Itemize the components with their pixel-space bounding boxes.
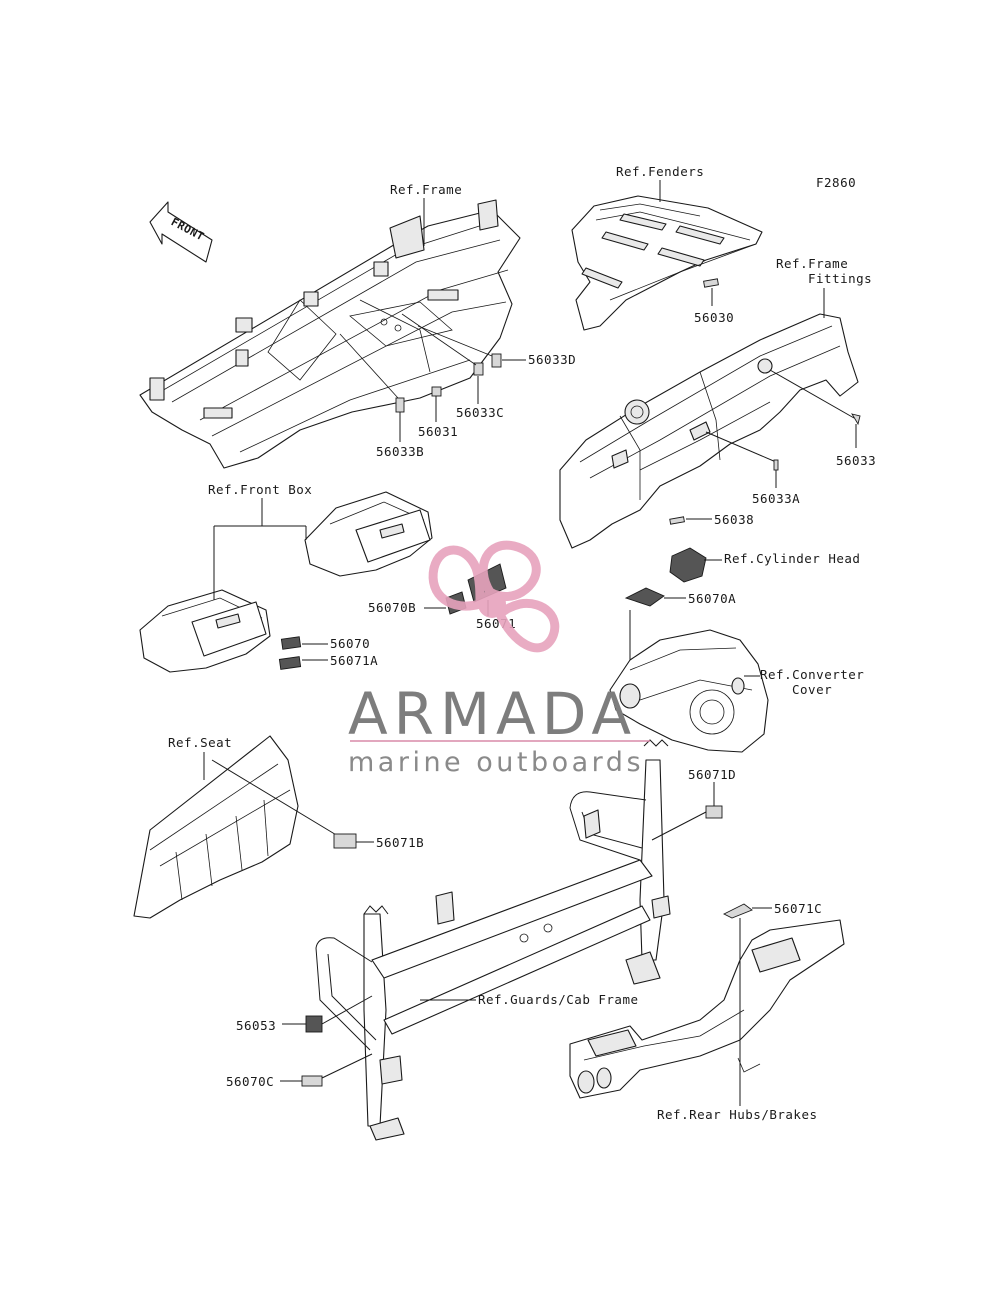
part-56071A: 56071A [330, 653, 378, 668]
front-box-assembly [139, 491, 433, 673]
cab-frame-callouts: Ref.Guards/Cab Frame 56071D 56053 56070C [226, 767, 736, 1089]
ref-front-box-label: Ref.Front Box [208, 482, 312, 497]
label-56070C [301, 1075, 323, 1087]
label-56033C [473, 362, 484, 376]
ref-frame-fittings-label-1: Ref.Frame [776, 256, 848, 271]
frame-fittings-callouts: Ref.Frame Fittings 56033 56033A [705, 256, 876, 506]
frame-fittings-assembly [559, 313, 859, 549]
cylinder-head-cover [669, 547, 707, 583]
part-56033B: 56033B [376, 444, 424, 459]
label-56071B [333, 833, 357, 849]
part-56033C: 56033C [456, 405, 504, 420]
part-56070: 56070 [330, 636, 370, 651]
label-56031 [431, 386, 442, 397]
part-56038: 56038 [714, 512, 754, 527]
label-56053 [305, 1015, 323, 1033]
label-56071A [278, 656, 302, 670]
label-56033A [773, 459, 779, 471]
ref-frame-label: Ref.Frame [390, 182, 462, 197]
label-56038 [669, 516, 685, 525]
part-56070B: 56070B [368, 600, 416, 615]
part-56071B: 56071B [376, 835, 424, 850]
label-56033 [851, 413, 861, 426]
figure-code: F2860 [816, 175, 856, 190]
part-56070A: 56070A [688, 591, 736, 606]
fenders-callouts: Ref.Fenders 56030 [616, 164, 734, 325]
seat-callouts: Ref.Seat 56071B [168, 735, 424, 850]
part-56071D: 56071D [688, 767, 736, 782]
label-56070A [624, 587, 665, 607]
ref-frame-fittings-label-2: Fittings [808, 271, 872, 286]
label-56033B [395, 397, 405, 413]
propeller-blade-3 [494, 598, 560, 653]
cab-frame-assembly [315, 739, 671, 1141]
label-56071C [722, 903, 753, 919]
label-56030 [703, 278, 719, 288]
fenders-assembly [571, 195, 763, 331]
watermark-brand: ARMADA [348, 680, 637, 748]
rear-hubs-callouts: 56071C Ref.Rear Hubs/Brakes [657, 901, 822, 1122]
part-56053: 56053 [236, 1018, 276, 1033]
front-arrow-icon: FRONT [149, 201, 213, 263]
converter-cover-callouts: 56070A Ref.Converter Cover [624, 587, 864, 697]
ref-rear-hubs-brakes-label: Ref.Rear Hubs/Brakes [657, 1107, 818, 1122]
armada-watermark: ARMADA marine outboards [348, 540, 650, 778]
front-box-callouts: Ref.Front Box 56070 56071A [208, 482, 378, 670]
part-56070C: 56070C [226, 1074, 274, 1089]
part-56033: 56033 [836, 453, 876, 468]
ref-converter-cover-label-2: Cover [792, 682, 832, 697]
ref-seat-label: Ref.Seat [168, 735, 232, 750]
frame-assembly [139, 199, 521, 469]
propeller-logo-icon [428, 540, 560, 653]
ref-converter-cover-label-1: Ref.Converter [760, 667, 864, 682]
label-56071D [705, 805, 723, 819]
cylinder-head-callouts: 56038 Ref.Cylinder Head [669, 512, 860, 583]
ref-cylinder-head-label: Ref.Cylinder Head [724, 551, 860, 566]
frame-callouts: Ref.Frame 56033D 56033C 56031 56033B [339, 182, 576, 459]
part-56033D: 56033D [528, 352, 576, 367]
label-56070 [280, 636, 302, 650]
ref-fenders-label: Ref.Fenders [616, 164, 704, 179]
rear-hubs-assembly [569, 919, 845, 1099]
watermark-tagline: marine outboards [348, 747, 644, 778]
part-56071C: 56071C [774, 901, 822, 916]
label-56033D [491, 353, 502, 368]
ref-guards-cab-frame-label: Ref.Guards/Cab Frame [478, 992, 639, 1007]
seat-assembly [133, 735, 299, 919]
part-56031: 56031 [418, 424, 458, 439]
converter-cover-assembly [609, 629, 769, 753]
propeller-blade-1 [478, 540, 541, 601]
propeller-blade-2 [428, 545, 485, 611]
part-56030: 56030 [694, 310, 734, 325]
part-56033A: 56033A [752, 491, 800, 506]
